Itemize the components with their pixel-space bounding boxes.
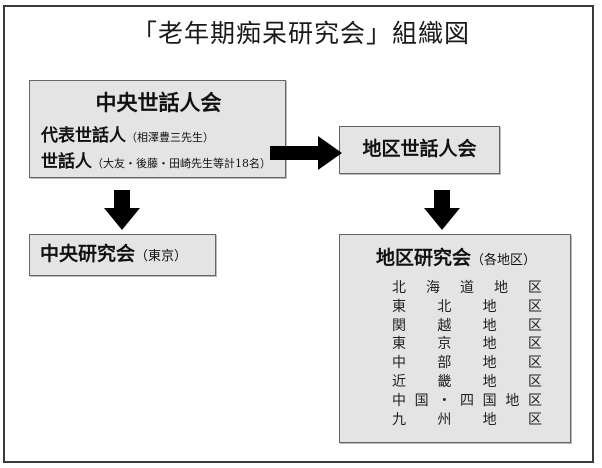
regional-society-heading-line: 地区研究会（各地区）	[340, 243, 572, 270]
region-item: 東京地区	[392, 336, 542, 353]
region-item: 中国・四国地区	[392, 392, 542, 409]
arrow-down-left-icon	[104, 190, 140, 230]
region-item: 北海道地区	[392, 280, 542, 296]
region-item: 関越地区	[392, 317, 542, 334]
region-item: 九州地区	[392, 411, 542, 428]
diagram-title: 「老年期痴呆研究会」組織図	[131, 19, 470, 48]
representative-line: 代表世話人（相澤豊三先生）	[41, 121, 214, 146]
central-committee-heading: 中央世話人会	[95, 91, 222, 115]
region-item: 近畿地区	[392, 373, 542, 390]
regional-committee-label: 地区世話人会	[362, 138, 477, 160]
central-committee-box: 中央世話人会 代表世話人（相澤豊三先生） 世話人（大友・後藤・田崎先生等計18名…	[29, 80, 286, 178]
arrow-down-right-icon	[424, 190, 460, 230]
central-society-label: 中央研究会	[40, 243, 136, 265]
representative-note: （相澤豊三先生）	[126, 131, 214, 144]
members-line: 世話人（大友・後藤・田崎先生等計18名）	[41, 147, 271, 172]
regional-society-heading: 地区研究会	[375, 247, 471, 269]
region-item: 中部地区	[392, 355, 542, 372]
regional-society-note: （各地区）	[471, 253, 537, 268]
central-society-note: （東京）	[135, 249, 188, 264]
members-note: （大友・後藤・田崎先生等計18名）	[92, 157, 271, 170]
region-list: 北海道地区 東北地区 関越地区 東京地区 中部地区 近畿地区 中国・四国地区 九…	[392, 279, 542, 429]
central-society-box: 中央研究会（東京）	[29, 234, 216, 276]
members-label: 世話人	[41, 152, 92, 172]
regional-society-box: 地区研究会（各地区） 北海道地区 東北地区 関越地区 東京地区 中部地区 近畿地…	[339, 234, 571, 443]
representative-label: 代表世話人	[41, 126, 126, 146]
region-item: 東北地区	[392, 298, 542, 315]
arrow-right-icon	[270, 136, 342, 170]
regional-committee-box: 地区世話人会	[339, 126, 500, 174]
